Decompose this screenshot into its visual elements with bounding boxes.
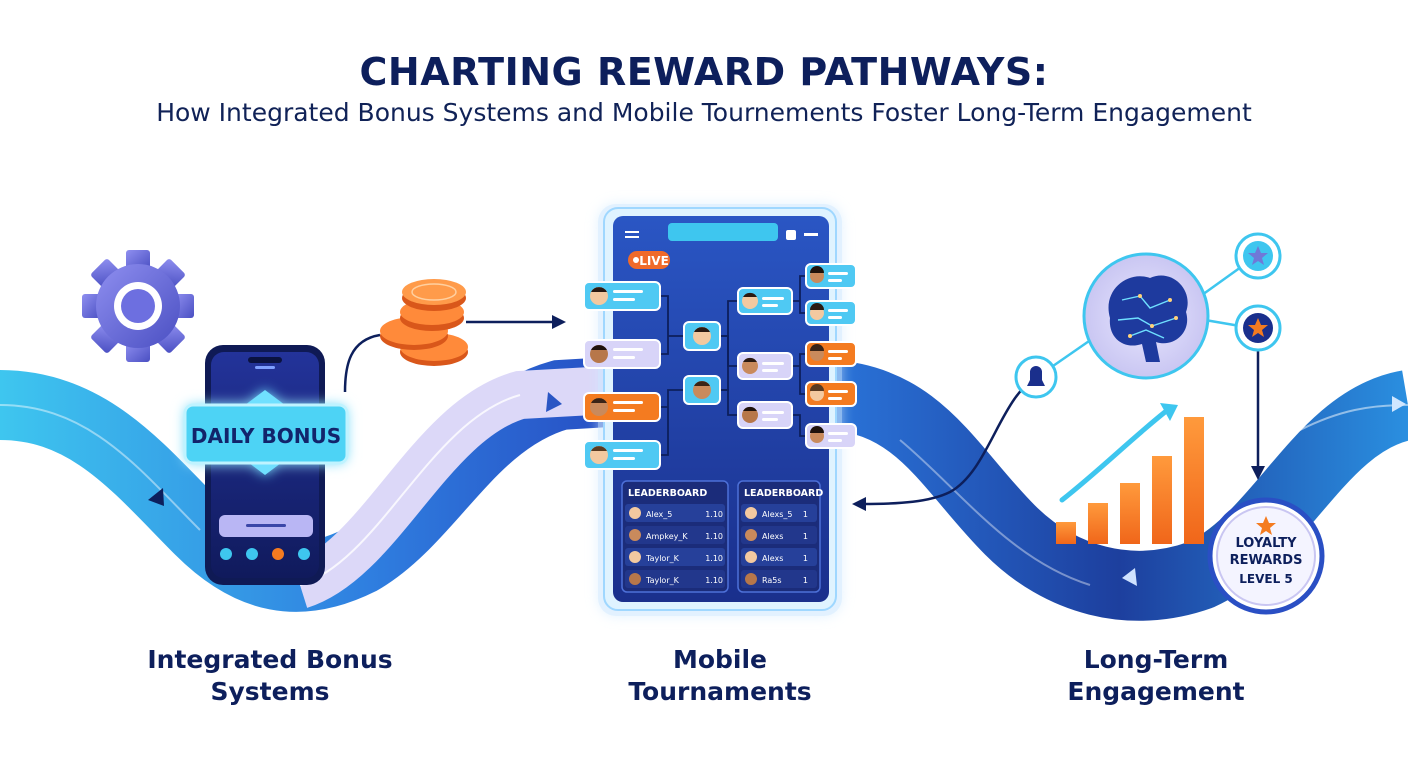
- player-name: Ampkey_K: [646, 532, 688, 541]
- player-avatar: [745, 507, 757, 519]
- bracket-card: [737, 352, 793, 380]
- connector-coins-to-phone: [343, 333, 381, 393]
- coin-stack-icon: [380, 279, 468, 366]
- bracket-card: [583, 339, 661, 369]
- player-score: 1.10: [705, 510, 723, 519]
- page-title: CHARTING REWARD PATHWAYS:: [359, 50, 1049, 94]
- bracket-card: [805, 423, 857, 449]
- bracket-card: [805, 263, 857, 289]
- player-avatar: [745, 573, 757, 585]
- player-name: Alex_5: [646, 510, 672, 519]
- player-avatar: [745, 551, 757, 563]
- caption-bonus-line1: Integrated Bonus: [147, 645, 393, 674]
- player-name: Ra5s: [762, 576, 782, 585]
- star-icon: [1234, 232, 1282, 280]
- player-avatar: [629, 529, 641, 541]
- growth-bar-chart: [1056, 403, 1204, 544]
- player-name: Taylor_K: [645, 576, 680, 585]
- loyalty-badge-line3: LEVEL 5: [1239, 572, 1293, 586]
- player-avatar: [629, 551, 641, 563]
- bracket-card: [583, 392, 661, 422]
- player-score: 1: [803, 554, 808, 563]
- loyalty-rewards-badge: [1207, 497, 1325, 615]
- bracket-card: [583, 281, 661, 311]
- bracket-card: [805, 300, 857, 326]
- caption-engagement-line2: Engagement: [1067, 677, 1245, 706]
- daily-bonus-label: DAILY BONUS: [191, 424, 341, 448]
- player-name: Alexs: [762, 532, 783, 541]
- bell-icon: [1014, 355, 1058, 399]
- tournament-bracket: [660, 275, 806, 456]
- caption-tournaments-line1: Mobile: [672, 645, 768, 674]
- brain-icon: [1082, 252, 1210, 380]
- leaderboard-left-title: LEADERBOARD: [628, 488, 707, 499]
- caption-bonus: Integrated Bonus Systems: [120, 644, 420, 708]
- caption-tournaments-line2: Tournaments: [628, 677, 812, 706]
- player-name: Taylor_K: [645, 554, 680, 563]
- bracket-card: [683, 321, 721, 351]
- arrow-head-right: [1392, 396, 1406, 412]
- leaderboard-row: Alexs 1: [741, 548, 817, 566]
- arrow-head-left: [148, 488, 164, 506]
- star-icon: [1234, 304, 1282, 352]
- gear-icon: [82, 250, 194, 362]
- player-score: 1: [803, 532, 808, 541]
- leaderboard-row: Alex_5 1.10: [625, 504, 725, 522]
- player-score: 1.10: [705, 554, 723, 563]
- bracket-card: [805, 381, 857, 407]
- loyalty-badge-line2: REWARDS: [1230, 553, 1303, 568]
- player-score: 1.10: [705, 532, 723, 541]
- player-avatar: [629, 507, 641, 519]
- player-score: 1: [803, 510, 808, 519]
- leaderboard-right-title: LEADERBOARD: [744, 488, 823, 499]
- player-name: Alexs_5: [762, 510, 792, 519]
- player-avatar: [745, 529, 757, 541]
- live-badge: [628, 251, 670, 269]
- arrow-head-bottom: [1122, 568, 1137, 586]
- leaderboard-row: Alexs_5 1: [741, 504, 817, 522]
- arrow-head-mid: [546, 392, 562, 412]
- daily-bonus-banner: [183, 390, 349, 475]
- leaderboard-row: Ra5s 1: [741, 570, 817, 588]
- bracket-card: [805, 341, 857, 367]
- player-avatar: [629, 573, 641, 585]
- player-name: Alexs: [762, 554, 783, 563]
- leaderboard-row: Taylor_K 1.10: [625, 570, 725, 588]
- leaderboard-row: Taylor_K 1.10: [625, 548, 725, 566]
- bracket-card: [583, 440, 661, 470]
- connector-engagement-to-leaderboard: [861, 373, 1041, 506]
- live-badge-label: LIVE: [639, 254, 669, 268]
- caption-engagement: Long-Term Engagement: [1006, 644, 1306, 708]
- flow-path-lavender: [291, 366, 612, 608]
- player-score: 1: [803, 576, 808, 585]
- caption-engagement-line1: Long-Term: [1083, 645, 1229, 674]
- page-subtitle: How Integrated Bonus Systems and Mobile …: [156, 98, 1252, 127]
- loyalty-badge-line1: LOYALTY: [1235, 536, 1297, 551]
- caption-tournaments: Mobile Tournaments: [570, 644, 870, 708]
- leaderboard-row: Ampkey_K 1.10: [625, 526, 725, 544]
- bracket-card: [683, 375, 721, 405]
- bracket-card: [737, 287, 793, 315]
- player-score: 1.10: [705, 576, 723, 585]
- leaderboard-row: Alexs 1: [741, 526, 817, 544]
- caption-bonus-line2: Systems: [210, 677, 330, 706]
- bracket-card: [737, 401, 793, 429]
